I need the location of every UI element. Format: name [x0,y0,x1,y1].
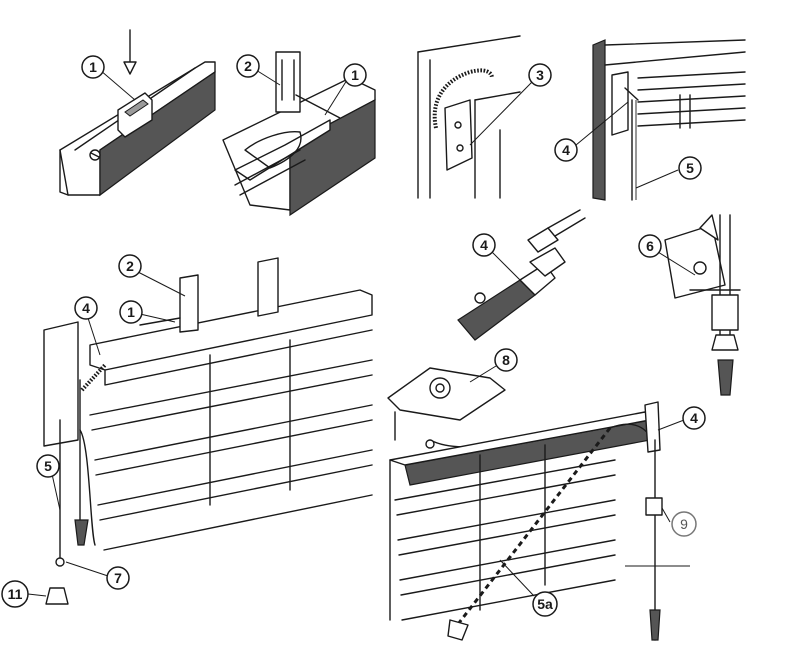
panel-wall-plate [417,35,521,199]
svg-text:5: 5 [44,458,52,474]
svg-text:1: 1 [127,304,135,320]
svg-text:4: 4 [562,142,570,158]
callout-9: 9 [661,507,697,537]
svg-text:4: 4 [690,410,698,426]
svg-text:9: 9 [680,516,688,532]
panel-clip-detail [387,367,506,449]
panel-blind-main [43,257,373,605]
svg-text:2: 2 [126,258,134,274]
svg-text:2: 2 [244,58,252,74]
svg-text:7: 7 [114,570,122,586]
panel-window-wand [592,39,746,201]
svg-text:5: 5 [686,160,694,176]
panel-tilt-connector [457,209,586,341]
svg-text:4: 4 [480,237,488,253]
svg-text:11: 11 [8,586,23,602]
callout-2-top: 2 [236,54,281,86]
callout-11: 11 [1,580,47,608]
callout-3: 3 [469,63,552,146]
svg-text:1: 1 [89,59,97,75]
svg-text:6: 6 [646,238,654,254]
panel-headrail-clip [59,29,216,197]
svg-text:1: 1 [351,67,359,83]
callout-1-main: 1 [119,300,176,324]
callout-5-main: 5 [36,454,61,511]
panel-blind-cord [389,401,690,641]
svg-text:5a: 5a [537,596,553,612]
callout-4-main: 4 [74,296,101,356]
panel-bracket-rail [222,51,376,217]
callout-8: 8 [469,348,518,383]
callout-1-top-right: 1 [324,63,367,116]
callout-7: 7 [65,561,130,590]
callout-4-connector: 4 [472,233,526,286]
panel-wand-hook [664,214,741,396]
callout-2-main: 2 [118,254,186,297]
svg-text:8: 8 [502,352,510,368]
svg-text:4: 4 [82,300,90,316]
callout-5a: 5a [499,559,558,617]
callout-5-window: 5 [635,156,702,189]
callout-1-top-left: 1 [81,55,136,101]
callout-4-cord: 4 [657,406,706,431]
callout-6: 6 [638,234,696,276]
callout-4-window: 4 [554,101,629,162]
svg-text:3: 3 [536,67,544,83]
